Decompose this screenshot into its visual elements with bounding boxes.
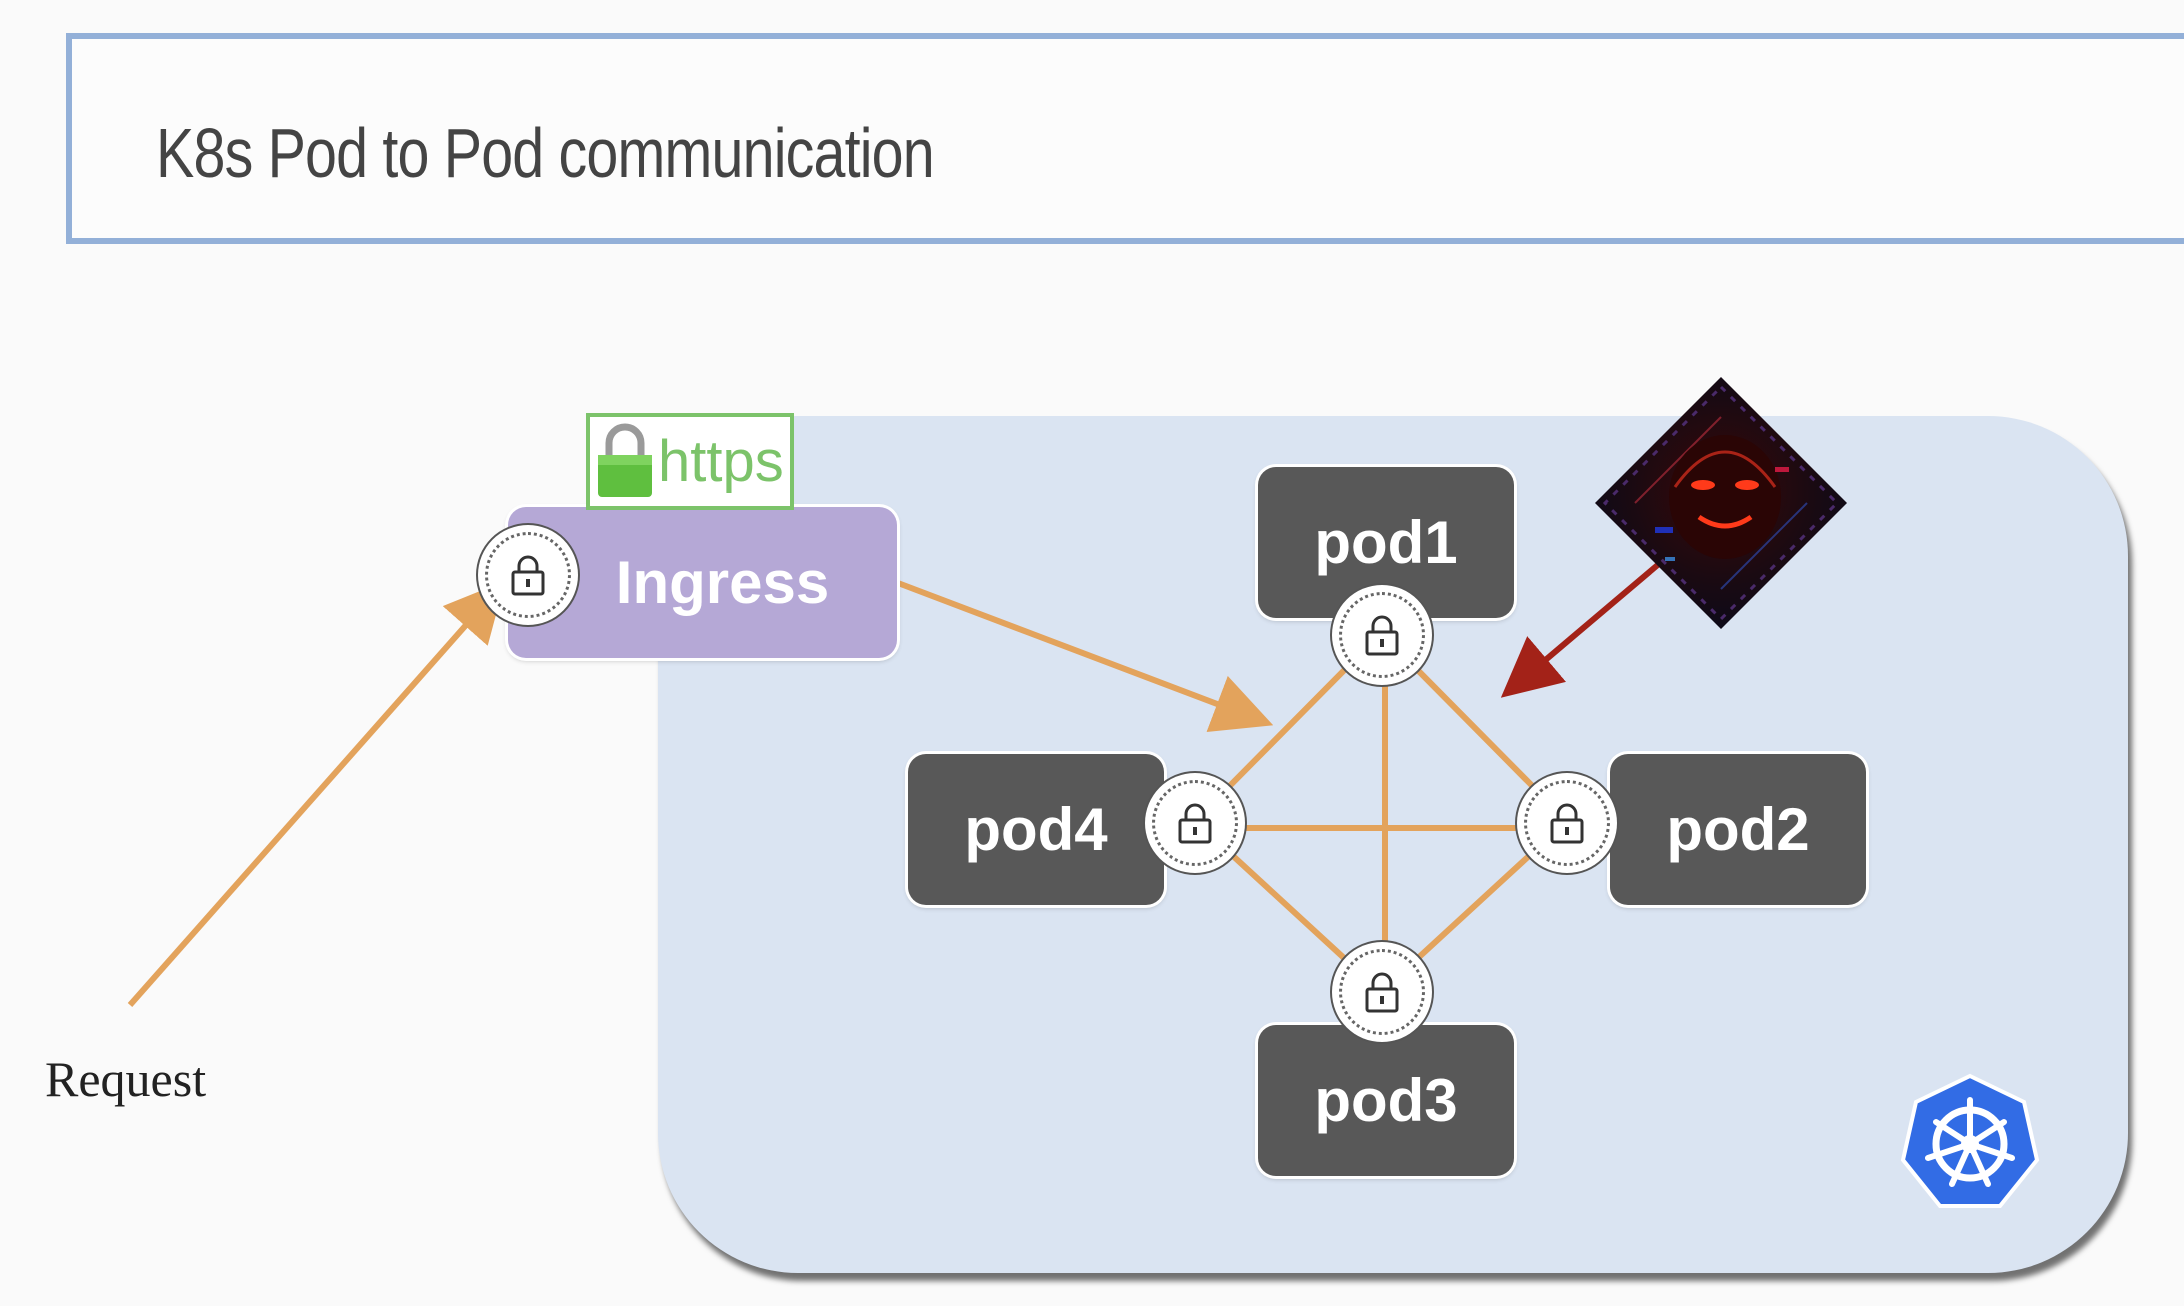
ingress-label: Ingress bbox=[615, 549, 830, 616]
ingress-to-pods-arrow bbox=[896, 580, 1274, 733]
request-arrow bbox=[127, 581, 505, 1007]
lock-icon bbox=[1178, 803, 1212, 844]
lock-icon bbox=[511, 555, 545, 596]
pod4-lock bbox=[1145, 773, 1245, 873]
pod1-label: pod1 bbox=[1314, 509, 1458, 576]
lock-icon bbox=[598, 423, 652, 497]
https-badge: https bbox=[586, 413, 794, 510]
attacker-arrow bbox=[1500, 560, 1662, 698]
pod2-label: pod2 bbox=[1666, 796, 1810, 863]
hacker-image bbox=[1595, 377, 1847, 629]
pod2-lock bbox=[1517, 773, 1617, 873]
pod2-node: pod2 bbox=[1610, 754, 1866, 905]
pod3-node: pod3 bbox=[1258, 1025, 1514, 1176]
lock-icon bbox=[1365, 972, 1399, 1013]
lock-icon bbox=[1365, 615, 1399, 656]
lock-icon bbox=[1550, 803, 1584, 844]
pod3-lock bbox=[1332, 942, 1432, 1042]
pod3-label: pod3 bbox=[1314, 1067, 1458, 1134]
ingress-lock bbox=[478, 525, 578, 625]
title-box: K8s Pod to Pod communication bbox=[66, 33, 2184, 244]
kubernetes-logo bbox=[1900, 1073, 2040, 1208]
request-label: Request bbox=[45, 1051, 207, 1107]
pod4-node: pod4 bbox=[908, 754, 1164, 905]
pod1-lock bbox=[1332, 585, 1432, 685]
page-title: K8s Pod to Pod communication bbox=[156, 114, 935, 192]
pod4-label: pod4 bbox=[964, 796, 1108, 863]
https-label: https bbox=[658, 429, 784, 494]
